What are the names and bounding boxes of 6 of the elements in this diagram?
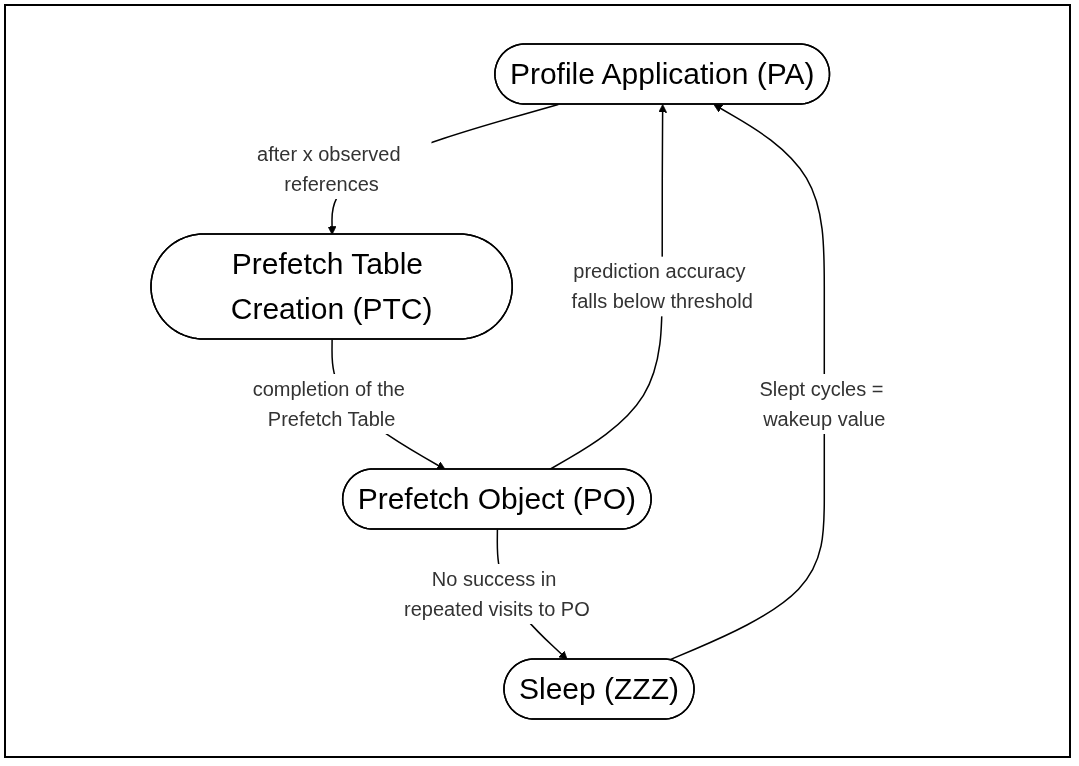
arrow (668, 103, 825, 661)
edge-label: after x observed references (256, 142, 401, 195)
edge-label: No success in repeated visits to PO (403, 567, 590, 620)
edge-label: completion of the Prefetch Table (252, 377, 405, 430)
edge-label: prediction accuracy falls below threshold (571, 259, 753, 312)
edge-label: Slept cycles = wakeup value (759, 377, 886, 430)
